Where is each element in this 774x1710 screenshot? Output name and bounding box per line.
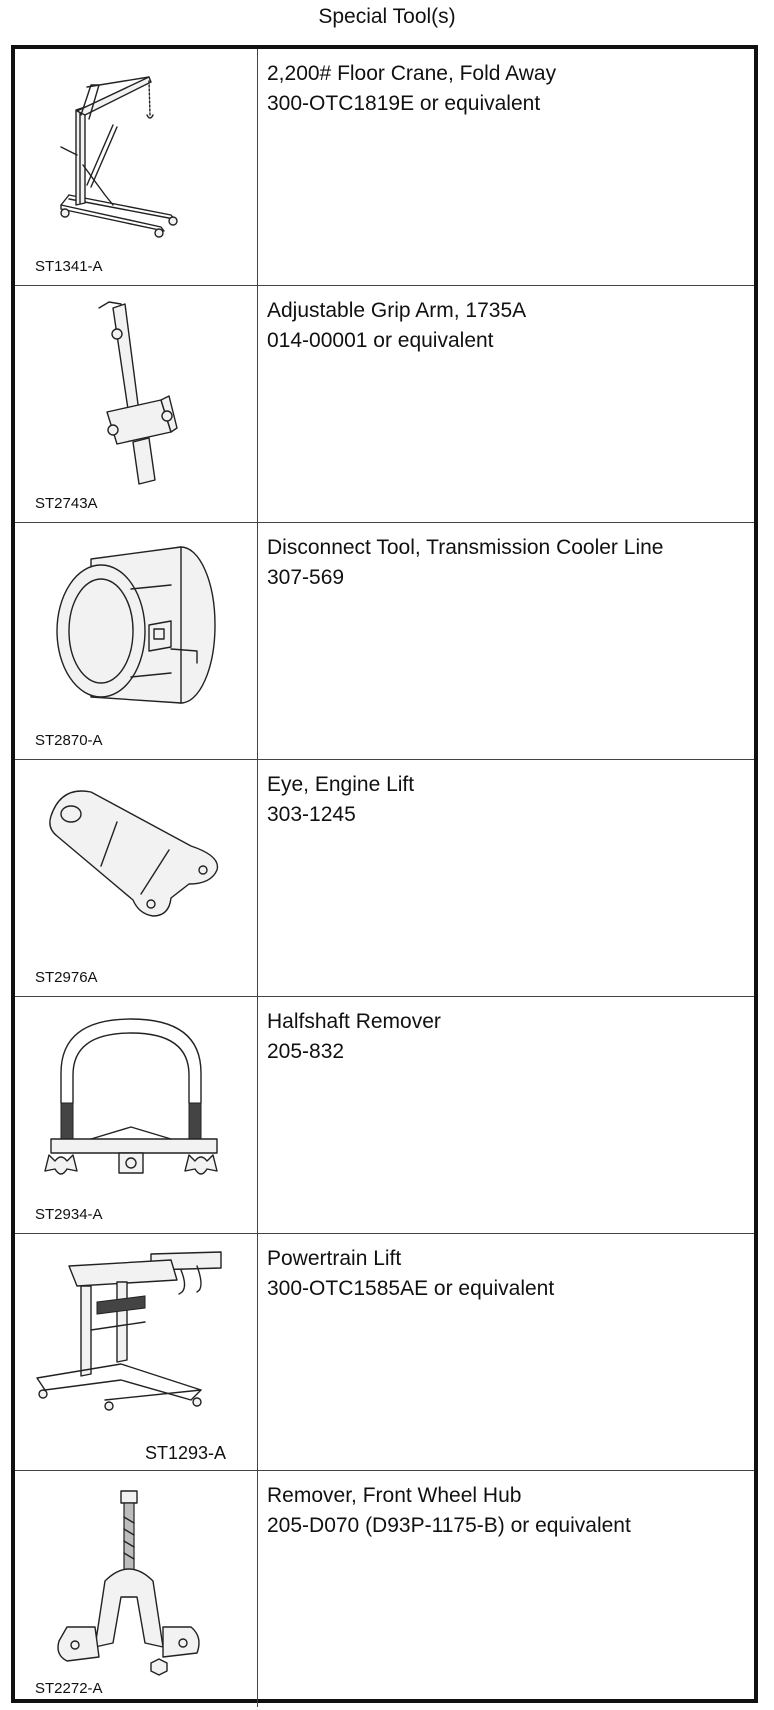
- tool-name: Eye, Engine Lift: [267, 773, 415, 796]
- tool-name: Adjustable Grip Arm, 1735A: [267, 299, 527, 322]
- tool-row: ST2272-A Remover, Front Wheel Hub 205-D0…: [15, 1471, 754, 1707]
- wheel-hub-remover-icon: [57, 1490, 200, 1676]
- tool-text-cell: Remover, Front Wheel Hub 205-D070 (D93P-…: [258, 1471, 754, 1707]
- powertrain-lift-icon: [36, 1251, 222, 1411]
- tool-name: Disconnect Tool, Transmission Cooler Lin…: [267, 536, 664, 559]
- tool-row: ST2934-A Halfshaft Remover 205-832: [15, 997, 754, 1234]
- tool-text-cell: Adjustable Grip Arm, 1735A 014-00001 or …: [258, 286, 754, 522]
- tool-name: Halfshaft Remover: [267, 1010, 441, 1033]
- tool-text-cell: Halfshaft Remover 205-832: [258, 997, 754, 1233]
- tool-part-number: 303-1245: [267, 803, 356, 826]
- tool-part-number: 014-00001 or equivalent: [267, 329, 494, 352]
- tool-text-cell: Eye, Engine Lift 303-1245: [258, 760, 754, 996]
- tool-name: Remover, Front Wheel Hub: [267, 1484, 522, 1507]
- page-title: Special Tool(s): [318, 5, 456, 28]
- tool-name: 2,200# Floor Crane, Fold Away: [267, 62, 557, 85]
- halfshaft-remover-icon: [44, 1018, 218, 1175]
- tool-part-number: 300-OTC1819E or equivalent: [267, 92, 541, 115]
- tool-row: ST2743A Adjustable Grip Arm, 1735A 014-0…: [15, 286, 754, 523]
- tool-image-cell: ST2934-A: [15, 997, 258, 1233]
- tool-image-code: ST1293-A: [145, 1443, 227, 1463]
- tool-image-cell: ST2870-A: [15, 523, 258, 759]
- tool-row: ST1341-A 2,200# Floor Crane, Fold Away 3…: [15, 49, 754, 286]
- tool-part-number: 300-OTC1585AE or equivalent: [267, 1277, 555, 1300]
- tool-row: ST1293-A Powertrain Lift 300-OTC1585AE o…: [15, 1234, 754, 1471]
- grip-arm-icon: [98, 301, 178, 485]
- disconnect-tool-icon: [56, 546, 216, 704]
- tool-image-code: ST2743A: [35, 495, 98, 512]
- tool-part-number: 307-569: [267, 566, 345, 589]
- tool-row: ST2870-A Disconnect Tool, Transmission C…: [15, 523, 754, 760]
- tool-image-code: ST2934-A: [35, 1206, 103, 1223]
- special-tools-table: ST1341-A 2,200# Floor Crane, Fold Away 3…: [11, 45, 758, 1707]
- engine-lift-eye-icon: [49, 790, 219, 917]
- tool-image-cell: ST2272-A: [15, 1471, 258, 1707]
- tool-image-cell: ST2976A: [15, 760, 258, 996]
- tool-part-number: 205-832: [267, 1040, 345, 1063]
- tool-image-code: ST2272-A: [35, 1680, 103, 1697]
- tool-name: Powertrain Lift: [267, 1247, 402, 1270]
- tool-image-code: ST2870-A: [35, 732, 103, 749]
- tool-image-code: ST2976A: [35, 969, 98, 986]
- tool-image-cell: ST2743A: [15, 286, 258, 522]
- tool-text-cell: 2,200# Floor Crane, Fold Away 300-OTC181…: [258, 49, 754, 285]
- tool-row: ST2976A Eye, Engine Lift 303-1245: [15, 760, 754, 997]
- tool-image-cell: ST1293-A: [15, 1234, 258, 1470]
- tool-image-code: ST1341-A: [35, 258, 103, 275]
- tool-part-number: 205-D070 (D93P-1175-B) or equivalent: [267, 1514, 631, 1537]
- tool-image-cell: ST1341-A: [15, 49, 258, 285]
- tool-text-cell: Disconnect Tool, Transmission Cooler Lin…: [258, 523, 754, 759]
- tool-text-cell: Powertrain Lift 300-OTC1585AE or equival…: [258, 1234, 754, 1470]
- floor-crane-icon: [60, 76, 178, 238]
